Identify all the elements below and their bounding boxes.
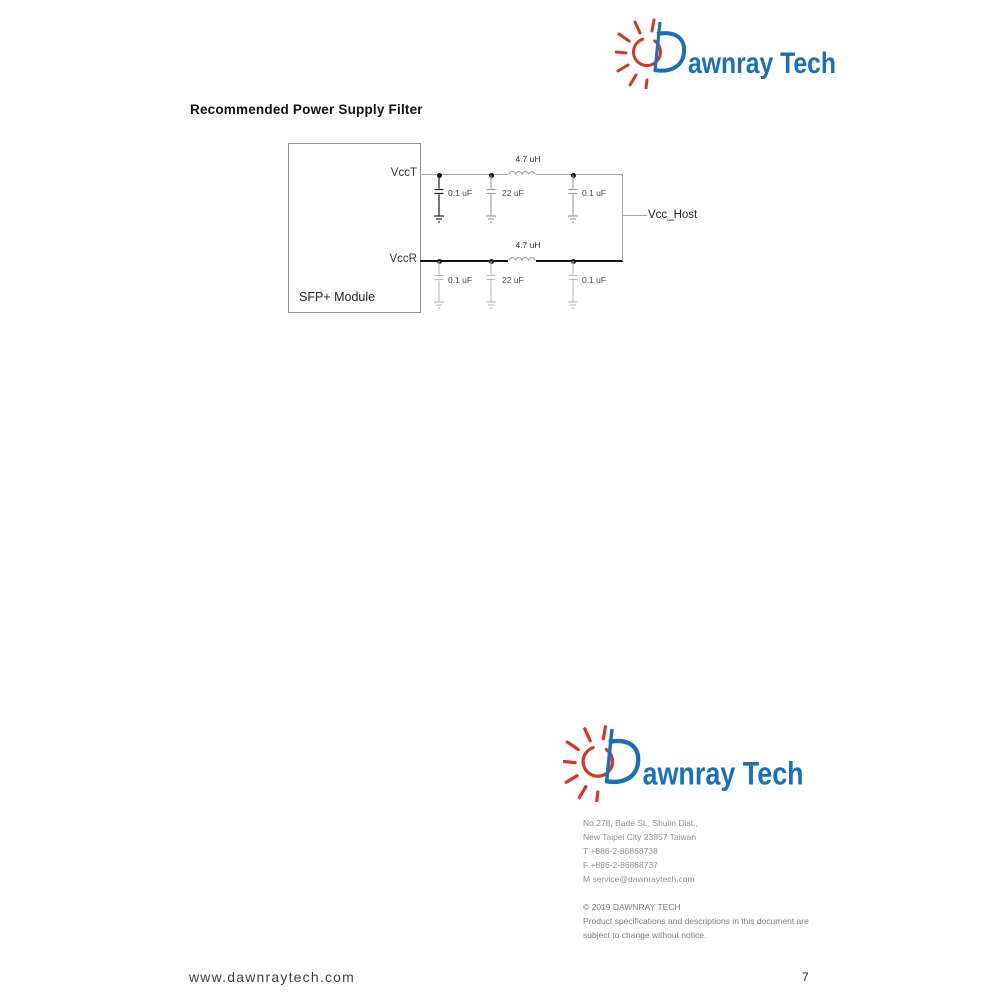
dawnray-logo: awnray Tech: [563, 725, 804, 802]
capacitor-icon: [434, 175, 444, 223]
capacitor-icon: [434, 261, 444, 309]
capacitor-icon: [568, 261, 578, 309]
address-line: No.278, Bade St., Shulin Dist.,: [583, 818, 698, 828]
page-number: 7: [802, 970, 809, 984]
contact-address: No.278, Bade St., Shulin Dist., New Taip…: [583, 816, 698, 886]
wire-vccr-right: [536, 260, 623, 262]
wire-vcct-right: [536, 174, 623, 175]
sfp-module-box: [288, 143, 421, 313]
contact-fax: F +886-2-86868737: [583, 860, 658, 870]
wire-vcct-left: [420, 174, 508, 175]
logo-letter-d: [604, 728, 641, 785]
wire-host-vertical: [622, 174, 623, 261]
capacitor-icon: [486, 175, 496, 223]
logo-wordmark: awnray Tech: [642, 754, 803, 791]
pin-vccr-label: VccR: [389, 253, 417, 265]
copyright-line: © 2019 DAWNRAY TECH: [583, 902, 681, 912]
module-label: SFP+ Module: [299, 290, 376, 304]
address-line: New Taipei City 23857 Taiwan: [583, 832, 697, 842]
pin-vcct-label: VccT: [390, 167, 417, 179]
inductor-icon: [508, 171, 536, 175]
sun-icon: [563, 725, 615, 802]
contact-tel: T +886-2-86868738: [583, 846, 658, 856]
inductor-value: 4.7 uH: [515, 240, 541, 250]
cap-value: 0.1 uF: [582, 188, 607, 198]
notice-line: subject to change without notice.: [583, 930, 707, 940]
legal-block: © 2019 DAWNRAY TECH Product specificatio…: [583, 900, 809, 942]
cap-value: 22 uF: [502, 275, 524, 285]
inductor-icon: [508, 257, 536, 261]
website-link[interactable]: www.dawnraytech.com: [189, 969, 355, 985]
inductor-value: 4.7 uH: [515, 154, 541, 164]
page-title: Recommended Power Supply Filter: [190, 102, 423, 117]
cap-value: 0.1 uF: [448, 275, 473, 285]
sun-icon: [615, 18, 662, 89]
capacitor-icon: [486, 261, 496, 309]
logo-letter-d: [653, 21, 687, 73]
wire-host-stub: [623, 215, 647, 216]
host-label: Vcc_Host: [648, 209, 698, 221]
contact-email[interactable]: M service@dawnraytech.com: [583, 874, 695, 884]
notice-line: Product specifications and descriptions …: [583, 916, 809, 926]
wire-vccr-left: [420, 260, 508, 262]
logo-wordmark: awnray Tech: [688, 47, 836, 80]
cap-value: 0.1 uF: [582, 275, 607, 285]
dawnray-logo: awnray Tech: [615, 18, 836, 89]
cap-value: 0.1 uF: [448, 188, 473, 198]
capacitor-icon: [568, 175, 578, 223]
cap-value: 22 uF: [502, 188, 524, 198]
